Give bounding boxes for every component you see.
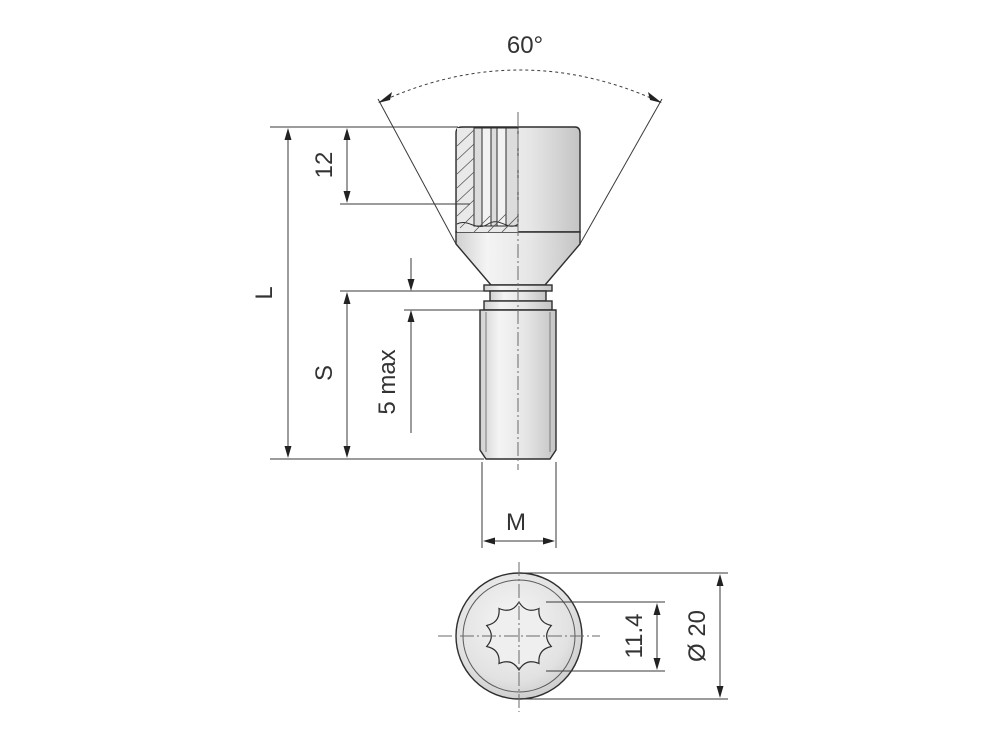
- cone-angle-dimension: 60°: [377, 32, 663, 245]
- key-arrow-top: [653, 603, 661, 615]
- cone-extension-right: [579, 98, 663, 245]
- head-depth-arrow-top: [343, 128, 351, 140]
- head-depth-arrow-bottom: [343, 191, 351, 203]
- key-pattern-dimension: 11.4: [546, 601, 665, 672]
- angle-arrow-left: [378, 92, 392, 103]
- head-diameter-label: Ø 20: [684, 610, 711, 662]
- length-arrow-top: [284, 128, 292, 140]
- undercut-dimension: 5 max: [374, 258, 482, 433]
- key-slot-1: [481, 127, 492, 227]
- angle-arc: [379, 69, 661, 103]
- angle-arrow-right: [648, 92, 662, 103]
- thread-dia-arrow-right: [543, 537, 555, 545]
- head-dia-arrow-bottom: [716, 686, 724, 698]
- thread-arrow-bottom: [343, 446, 351, 458]
- hatching: [456, 129, 519, 233]
- cone-angle-label: 60°: [507, 32, 543, 59]
- key-slot-2: [496, 127, 507, 227]
- head-diameter-dimension: Ø 20: [522, 572, 728, 700]
- bolt-end-view: [438, 562, 600, 712]
- section-break-line: [456, 221, 519, 228]
- key-pattern-label: 11.4: [621, 614, 648, 659]
- undercut-arrow-top: [407, 279, 415, 291]
- total-length-label: L: [251, 286, 278, 299]
- thread-length-dimension: S: [311, 290, 484, 458]
- key-arrow-bottom: [653, 658, 661, 670]
- head-dia-arrow-top: [716, 574, 724, 586]
- cone-extension-left: [377, 98, 457, 245]
- socket-bore: [473, 127, 519, 227]
- thread-length-label: S: [311, 365, 338, 381]
- head-section-cut: [456, 127, 519, 233]
- total-length-dimension: L: [251, 126, 484, 460]
- thread-dia-arrow-left: [483, 537, 495, 545]
- thread-diameter-label: M: [506, 509, 526, 536]
- undercut-label: 5 max: [374, 349, 401, 414]
- thread-arrow-top: [343, 292, 351, 304]
- undercut-arrow-bottom: [407, 310, 415, 322]
- head-depth-label: 12: [311, 152, 338, 179]
- length-arrow-bottom: [284, 446, 292, 458]
- head-depth-dimension: 12: [311, 126, 470, 205]
- thread-diameter-dimension: M: [481, 462, 557, 548]
